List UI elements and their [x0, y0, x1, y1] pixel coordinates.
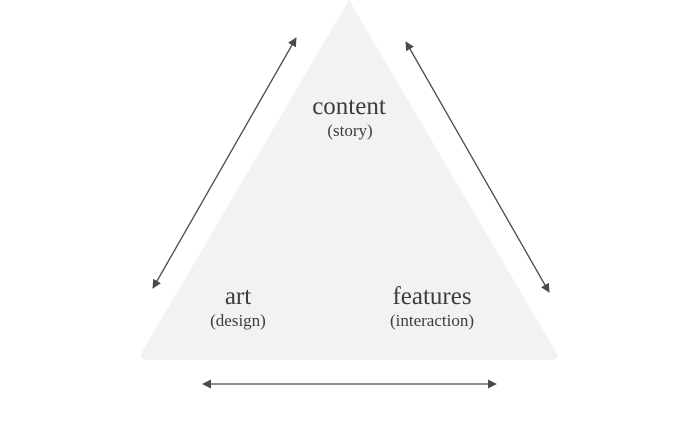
node-features-label: features: [392, 283, 471, 310]
triangle-shape: [140, 0, 558, 360]
arrow-content-features: [405, 41, 550, 293]
arrow-art-content: [152, 37, 297, 289]
node-features-sublabel: (interaction): [390, 311, 474, 330]
node-art-label: art: [225, 283, 251, 310]
node-art-sublabel: (design): [210, 311, 266, 330]
node-content-label: content: [312, 93, 386, 120]
node-content-sublabel: (story): [327, 121, 372, 140]
